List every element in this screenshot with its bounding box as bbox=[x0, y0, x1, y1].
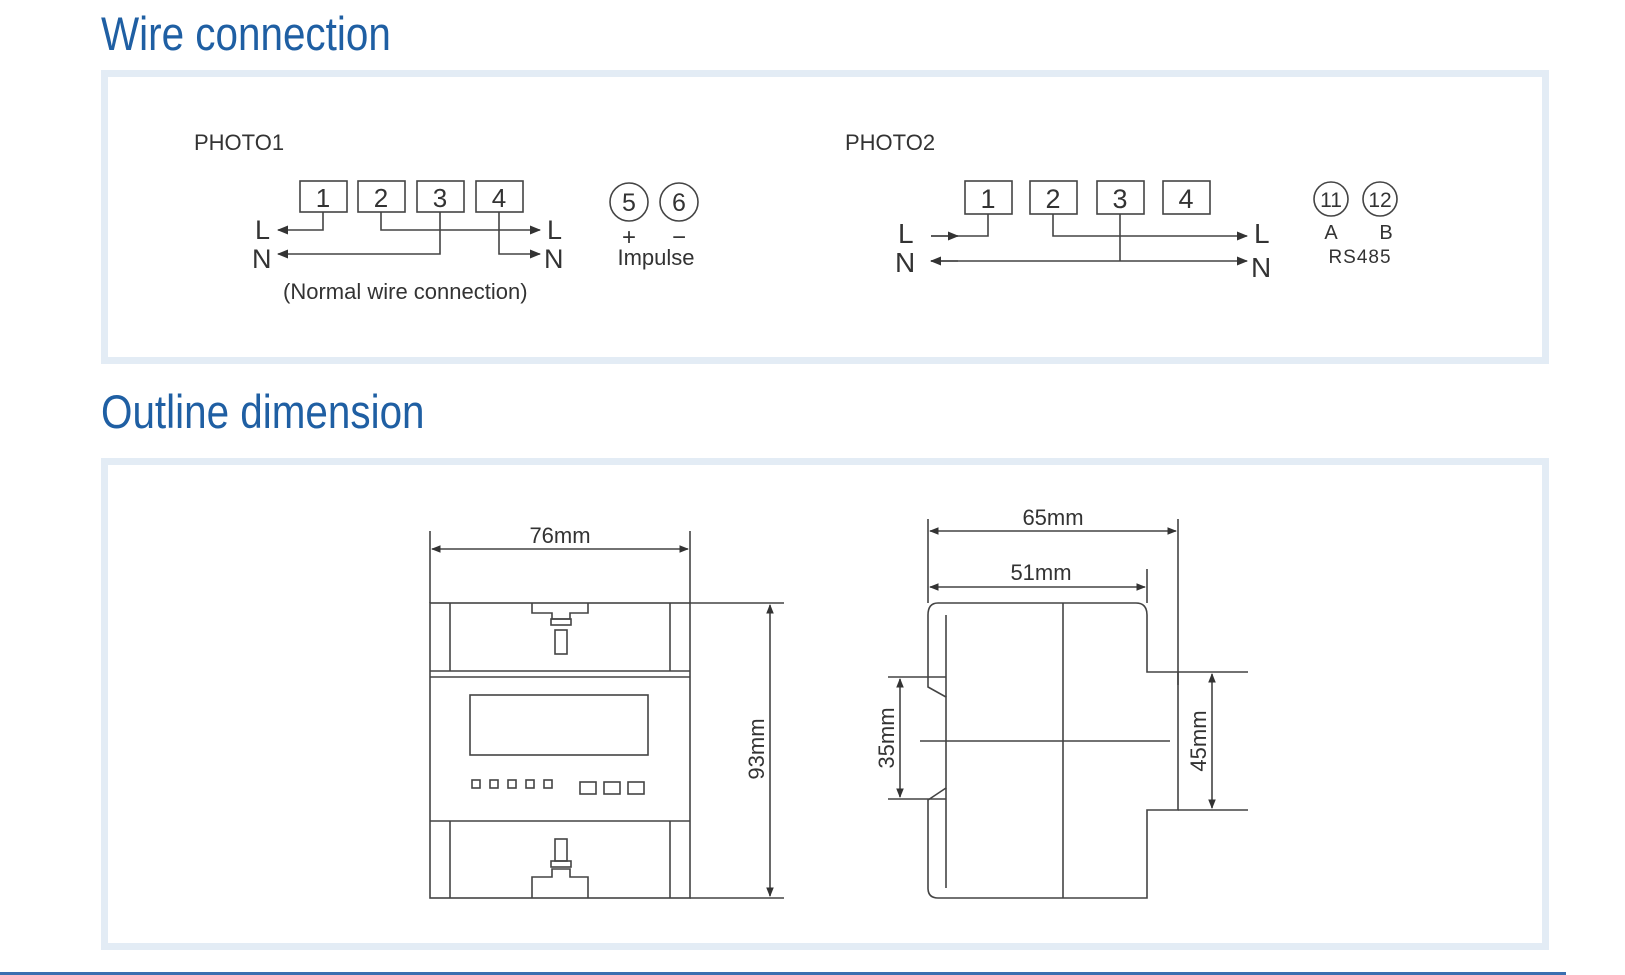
photo2-terminal-4: 4 bbox=[1178, 184, 1193, 214]
wire-diagram-svg: PHOTO1 1 2 3 4 L N L N (Normal wire conn… bbox=[194, 130, 1398, 304]
photo2-terminal-1: 1 bbox=[980, 184, 995, 214]
side-view: 65mm 51mm 35mm 45mm bbox=[874, 505, 1248, 899]
front-height-label: 93mm bbox=[744, 718, 769, 779]
rs485-b: B bbox=[1379, 222, 1392, 244]
rs485-terminal-12: 12 bbox=[1368, 189, 1391, 212]
photo2-wiring bbox=[929, 214, 1249, 266]
side-right-height-label: 45mm bbox=[1186, 710, 1211, 771]
impulse-label: Impulse bbox=[617, 245, 694, 270]
photo1-n-left: N bbox=[252, 244, 272, 274]
side-left-height-label: 35mm bbox=[874, 707, 899, 768]
front-lcd-window bbox=[469, 694, 649, 756]
photo1-line-in-wire bbox=[276, 212, 324, 235]
front-led-4 bbox=[525, 779, 535, 789]
photo2-line-out-wire bbox=[1052, 214, 1249, 241]
rs485-label: RS485 bbox=[1328, 247, 1391, 268]
rs485-terminal-11: 11 bbox=[1320, 189, 1342, 212]
front-button-1 bbox=[579, 781, 597, 795]
front-bottom-clip-pin bbox=[554, 838, 568, 862]
impulse-plus: + bbox=[622, 224, 636, 251]
front-led-5 bbox=[543, 779, 553, 789]
photo2-rs485-port: 11 12 A B RS485 bbox=[1313, 181, 1398, 268]
photo2-terminal-3: 3 bbox=[1112, 184, 1127, 214]
front-button-3 bbox=[627, 781, 645, 795]
photo2-terminal-2: 2 bbox=[1045, 184, 1060, 214]
outline-diagram-svg: 76mm bbox=[429, 505, 1248, 899]
photo1-note: (Normal wire connection) bbox=[283, 279, 528, 304]
photo1-terminal-1: 1 bbox=[316, 183, 330, 213]
front-led-indicators bbox=[471, 779, 553, 789]
bottom-rule bbox=[0, 972, 1566, 975]
front-width-label: 76mm bbox=[529, 523, 590, 548]
photo1-neutral-out-wire bbox=[498, 212, 542, 259]
photo1-terminal-block: 1 2 3 4 bbox=[299, 180, 524, 213]
impulse-terminal-5-circle bbox=[609, 182, 649, 222]
photo2-title: PHOTO2 bbox=[845, 130, 935, 155]
front-top-clip bbox=[531, 603, 589, 620]
photo1-n-right: N bbox=[544, 244, 564, 274]
front-led-2 bbox=[489, 779, 499, 789]
impulse-terminal-6: 6 bbox=[672, 189, 686, 217]
photo1-terminal-4: 4 bbox=[492, 183, 506, 213]
photo1-line-out-wire bbox=[380, 212, 542, 235]
photo2-line-in-wire bbox=[931, 214, 989, 237]
side-body-outline bbox=[927, 602, 1179, 899]
photo1-terminal-2: 2 bbox=[374, 183, 388, 213]
rs485-terminal-12-circle bbox=[1362, 181, 1398, 217]
outline-dimension-panel: 76mm bbox=[101, 458, 1549, 950]
front-buttons bbox=[579, 781, 645, 795]
front-button-2 bbox=[603, 781, 621, 795]
photo1-impulse-output: 5 6 + − Impulse bbox=[609, 182, 699, 270]
photo1-neutral-in-wire bbox=[276, 212, 441, 259]
photo1-title: PHOTO1 bbox=[194, 130, 284, 155]
front-body bbox=[429, 602, 691, 899]
side-body-width-label: 51mm bbox=[1010, 560, 1071, 585]
rs485-a: A bbox=[1324, 222, 1338, 244]
outline-dimension-title: Outline dimension bbox=[101, 385, 425, 438]
photo2-l-right: L bbox=[1254, 218, 1270, 249]
wire-connection-panel: PHOTO1 1 2 3 4 L N L N (Normal wire conn… bbox=[101, 70, 1549, 364]
impulse-minus: − bbox=[672, 224, 686, 251]
photo1-l-left: L bbox=[255, 215, 270, 245]
impulse-terminal-6-circle bbox=[659, 182, 699, 222]
photo2-terminal-block: 1 2 3 4 bbox=[964, 180, 1211, 215]
wire-connection-title: Wire connection bbox=[101, 7, 391, 60]
front-bottom-clip-plate bbox=[550, 860, 572, 868]
impulse-terminal-5: 5 bbox=[622, 189, 636, 217]
front-view: 76mm bbox=[429, 523, 784, 899]
front-led-1 bbox=[471, 779, 481, 789]
photo1-terminal-3: 3 bbox=[433, 183, 447, 213]
front-led-3 bbox=[507, 779, 517, 789]
side-total-width-label: 65mm bbox=[1022, 505, 1083, 530]
photo2-terminal-4-box bbox=[1162, 180, 1211, 215]
front-bottom-clip bbox=[531, 868, 589, 898]
front-top-clip-pin bbox=[554, 629, 568, 655]
photo2-l-left: L bbox=[898, 218, 914, 249]
front-top-clip-plate bbox=[550, 618, 572, 626]
photo1-l-right: L bbox=[547, 215, 562, 245]
photo2-n-left: N bbox=[895, 247, 915, 278]
rs485-terminal-11-circle bbox=[1313, 181, 1349, 217]
photo1-wiring bbox=[276, 212, 542, 259]
photo2-n-right: N bbox=[1251, 252, 1271, 283]
